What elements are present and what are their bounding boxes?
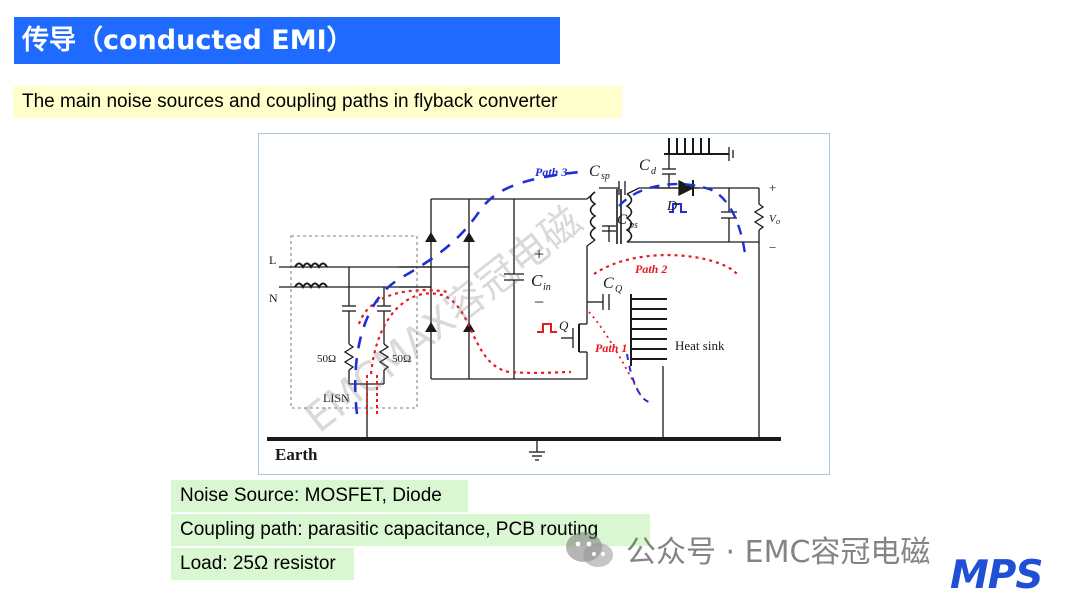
label-cps: C — [617, 212, 628, 228]
wechat-label: 公众号 · EMC容冠电磁 — [626, 535, 931, 570]
label-neutral: N — [269, 291, 278, 305]
label-plus: + — [534, 244, 544, 264]
wechat-watermark: 公众号 · EMC容冠电磁 — [562, 527, 1032, 571]
label-line: L — [269, 253, 276, 267]
note-noise-source: Noise Source: MOSFET, Diode — [171, 480, 468, 512]
flyback-emi-diagram: L N 50Ω 50Ω LISN Earth + − C in C sp C p… — [258, 133, 830, 475]
label-csp: C — [589, 163, 600, 180]
note-load: Load: 25Ω resistor — [171, 548, 354, 580]
label-cq-sub: Q — [615, 284, 623, 295]
mps-logo: MPS — [950, 553, 1043, 598]
label-out-minus: − — [769, 240, 776, 255]
label-lisn: LISN — [323, 391, 350, 405]
label-path2: Path 2 — [635, 262, 667, 276]
label-minus: − — [534, 292, 544, 312]
page-title: 传导（conducted EMI） — [14, 17, 560, 64]
label-cin: C — [531, 271, 543, 290]
label-r1: 50Ω — [317, 353, 336, 365]
label-vo: V — [769, 213, 777, 225]
page-subtitle: The main noise sources and coupling path… — [13, 86, 622, 118]
watermark-text: EMCMAX容冠电磁 — [297, 198, 591, 442]
label-cin-sub: in — [543, 282, 551, 293]
label-cq: C — [603, 275, 614, 292]
label-cd-sub: d — [651, 166, 657, 177]
label-vo-sub: o — [776, 217, 780, 226]
label-earth: Earth — [275, 445, 318, 464]
label-path1: Path 1 — [595, 341, 627, 355]
label-cps-sub: ps — [628, 220, 638, 231]
label-heatsink: Heat sink — [675, 338, 725, 353]
circuit-svg: L N 50Ω 50Ω LISN Earth + − C in C sp C p… — [267, 138, 781, 464]
label-path3: Path 3 — [535, 165, 567, 179]
label-diode: D — [666, 199, 677, 214]
label-mosfet: Q — [559, 318, 569, 333]
label-csp-sub: sp — [601, 171, 610, 182]
label-r2: 50Ω — [392, 353, 411, 365]
label-cd: C — [639, 157, 650, 174]
label-out-plus: + — [769, 180, 776, 195]
wechat-icon — [566, 532, 613, 567]
